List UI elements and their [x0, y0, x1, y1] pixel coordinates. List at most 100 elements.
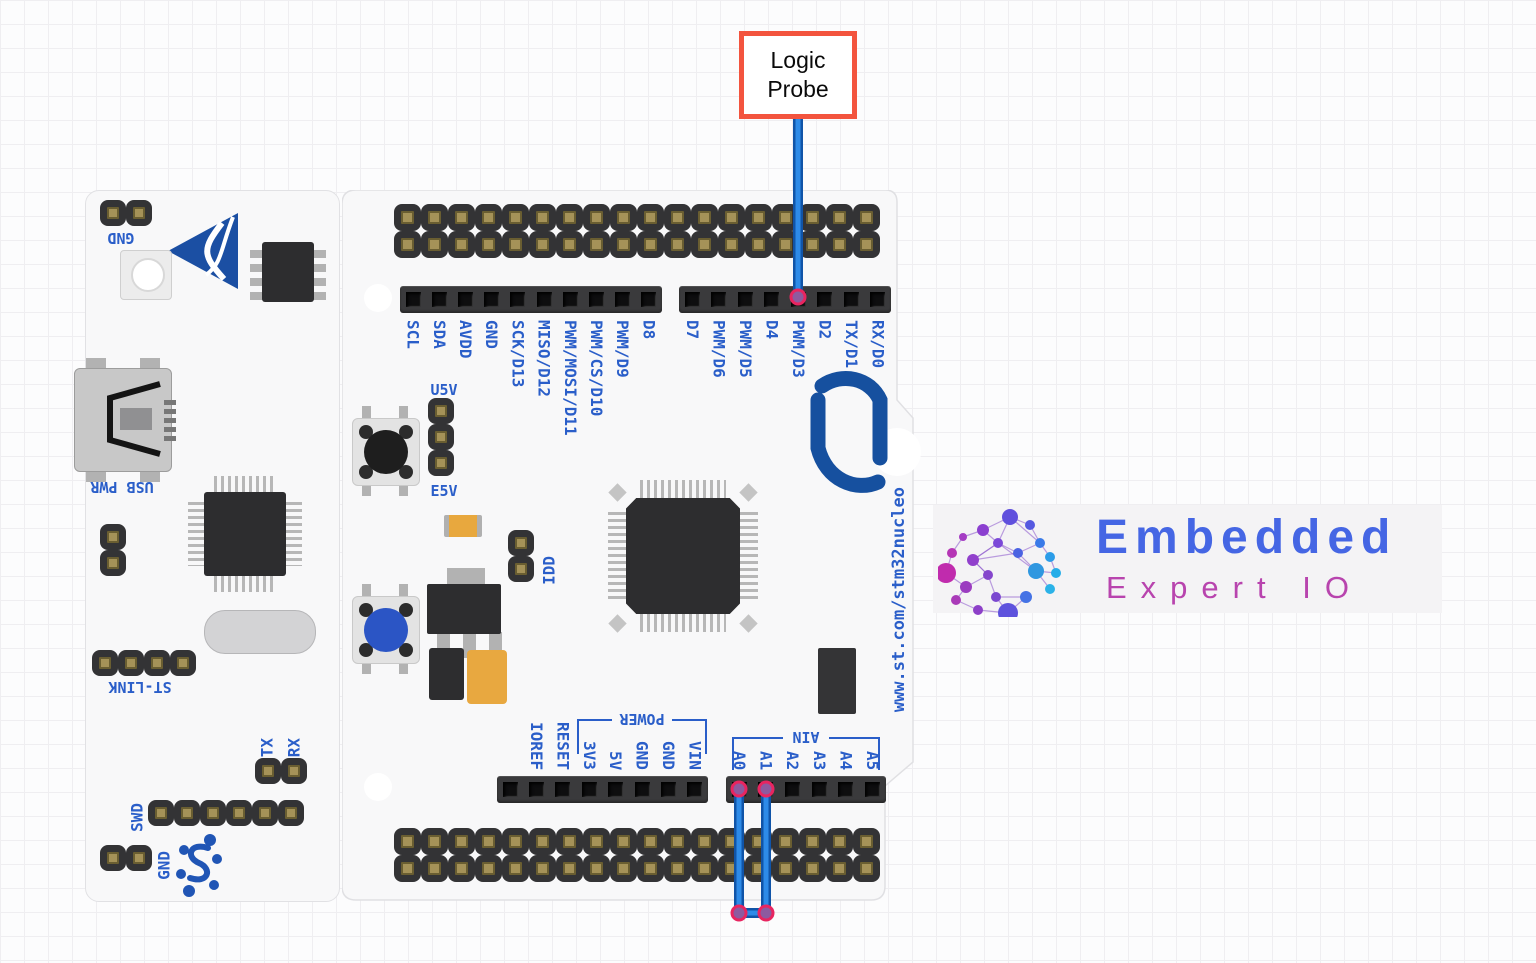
header-pin[interactable] [448, 204, 475, 231]
header-pin[interactable] [772, 204, 799, 231]
header-pin[interactable] [691, 231, 718, 258]
header-pin[interactable] [610, 828, 637, 855]
pin-hole-RESET[interactable] [555, 782, 571, 797]
header-pin[interactable] [691, 828, 718, 855]
header-pin[interactable] [745, 855, 772, 882]
pin-hole-A0[interactable] [731, 782, 747, 797]
header-pin[interactable] [428, 398, 454, 424]
header-pin[interactable] [799, 828, 826, 855]
header-pin[interactable] [502, 204, 529, 231]
header-pin[interactable] [502, 828, 529, 855]
header-pin[interactable] [853, 231, 880, 258]
header-pin[interactable] [664, 855, 691, 882]
header-pin[interactable] [772, 855, 799, 882]
header-pin[interactable] [772, 828, 799, 855]
header-pin[interactable] [556, 231, 583, 258]
logic-probe-annotation[interactable]: Logic Probe [739, 31, 857, 119]
pin-hole-AVDD[interactable] [457, 292, 473, 307]
header-pin[interactable] [637, 204, 664, 231]
header-pin[interactable] [853, 855, 880, 882]
pin-hole-PWM/D9[interactable] [615, 292, 631, 307]
header-pin[interactable] [745, 231, 772, 258]
pin-hole-SCL[interactable] [405, 292, 421, 307]
header-pin[interactable] [118, 650, 144, 676]
pin-hole-PWM/CS/D10[interactable] [588, 292, 604, 307]
header-pin[interactable] [100, 200, 126, 226]
pin-hole-SCK/D13[interactable] [510, 292, 526, 307]
header-pin[interactable] [148, 800, 174, 826]
header-pin[interactable] [502, 855, 529, 882]
header-pin[interactable] [583, 231, 610, 258]
header-pin[interactable] [428, 424, 454, 450]
header-pin[interactable] [799, 204, 826, 231]
header-pin[interactable] [255, 758, 281, 784]
header-pin[interactable] [421, 231, 448, 258]
header-pin[interactable] [126, 845, 152, 871]
header-pin[interactable] [421, 855, 448, 882]
header-pin[interactable] [508, 530, 534, 556]
header-pin[interactable] [718, 828, 745, 855]
pin-hole-GND[interactable] [660, 782, 676, 797]
header-pin[interactable] [529, 855, 556, 882]
pin-hole-A5[interactable] [865, 782, 881, 797]
header-pin[interactable] [448, 231, 475, 258]
header-pin[interactable] [428, 450, 454, 476]
header-pin[interactable] [583, 204, 610, 231]
header-pin[interactable] [826, 828, 853, 855]
header-pin[interactable] [637, 855, 664, 882]
header-pin[interactable] [394, 204, 421, 231]
header-pin[interactable] [718, 204, 745, 231]
header-pin[interactable] [529, 231, 556, 258]
header-pin[interactable] [278, 800, 304, 826]
pin-hole-PWM/D5[interactable] [737, 292, 753, 307]
header-pin[interactable] [610, 855, 637, 882]
header-pin[interactable] [126, 200, 152, 226]
header-pin[interactable] [448, 828, 475, 855]
header-pin[interactable] [745, 204, 772, 231]
pin-hole-D4[interactable] [764, 292, 780, 307]
pin-hole-TX/D1[interactable] [843, 292, 859, 307]
header-pin[interactable] [421, 828, 448, 855]
header-pin[interactable] [772, 231, 799, 258]
header-pin[interactable] [853, 828, 880, 855]
pin-hole-A4[interactable] [838, 782, 854, 797]
header-pin[interactable] [583, 828, 610, 855]
pin-hole-RX/D0[interactable] [870, 292, 886, 307]
header-pin[interactable] [100, 524, 126, 550]
pin-hole-3V3[interactable] [581, 782, 597, 797]
header-pin[interactable] [853, 204, 880, 231]
header-pin[interactable] [252, 800, 278, 826]
header-pin[interactable] [100, 845, 126, 871]
header-pin[interactable] [170, 650, 196, 676]
header-pin[interactable] [529, 828, 556, 855]
pin-hole-nc[interactable] [502, 782, 518, 797]
header-pin[interactable] [637, 828, 664, 855]
header-pin[interactable] [745, 828, 772, 855]
header-pin[interactable] [556, 855, 583, 882]
pin-hole-PWM/D6[interactable] [711, 292, 727, 307]
header-pin[interactable] [92, 650, 118, 676]
header-pin[interactable] [799, 855, 826, 882]
header-pin[interactable] [556, 828, 583, 855]
header-pin[interactable] [174, 800, 200, 826]
pin-hole-GND[interactable] [634, 782, 650, 797]
header-pin[interactable] [637, 231, 664, 258]
header-pin[interactable] [826, 204, 853, 231]
pin-hole-D8[interactable] [641, 292, 657, 307]
header-pin[interactable] [826, 231, 853, 258]
pin-hole-A1[interactable] [758, 782, 774, 797]
header-pin[interactable] [718, 855, 745, 882]
header-pin[interactable] [475, 204, 502, 231]
header-pin[interactable] [394, 231, 421, 258]
header-pin[interactable] [508, 556, 534, 582]
header-pin[interactable] [200, 800, 226, 826]
header-pin[interactable] [826, 855, 853, 882]
header-pin[interactable] [226, 800, 252, 826]
pin-hole-GND[interactable] [484, 292, 500, 307]
header-pin[interactable] [421, 204, 448, 231]
header-pin[interactable] [664, 231, 691, 258]
header-pin[interactable] [502, 231, 529, 258]
header-pin[interactable] [556, 204, 583, 231]
header-pin[interactable] [718, 231, 745, 258]
pin-hole-PWM/D3[interactable] [790, 292, 806, 307]
